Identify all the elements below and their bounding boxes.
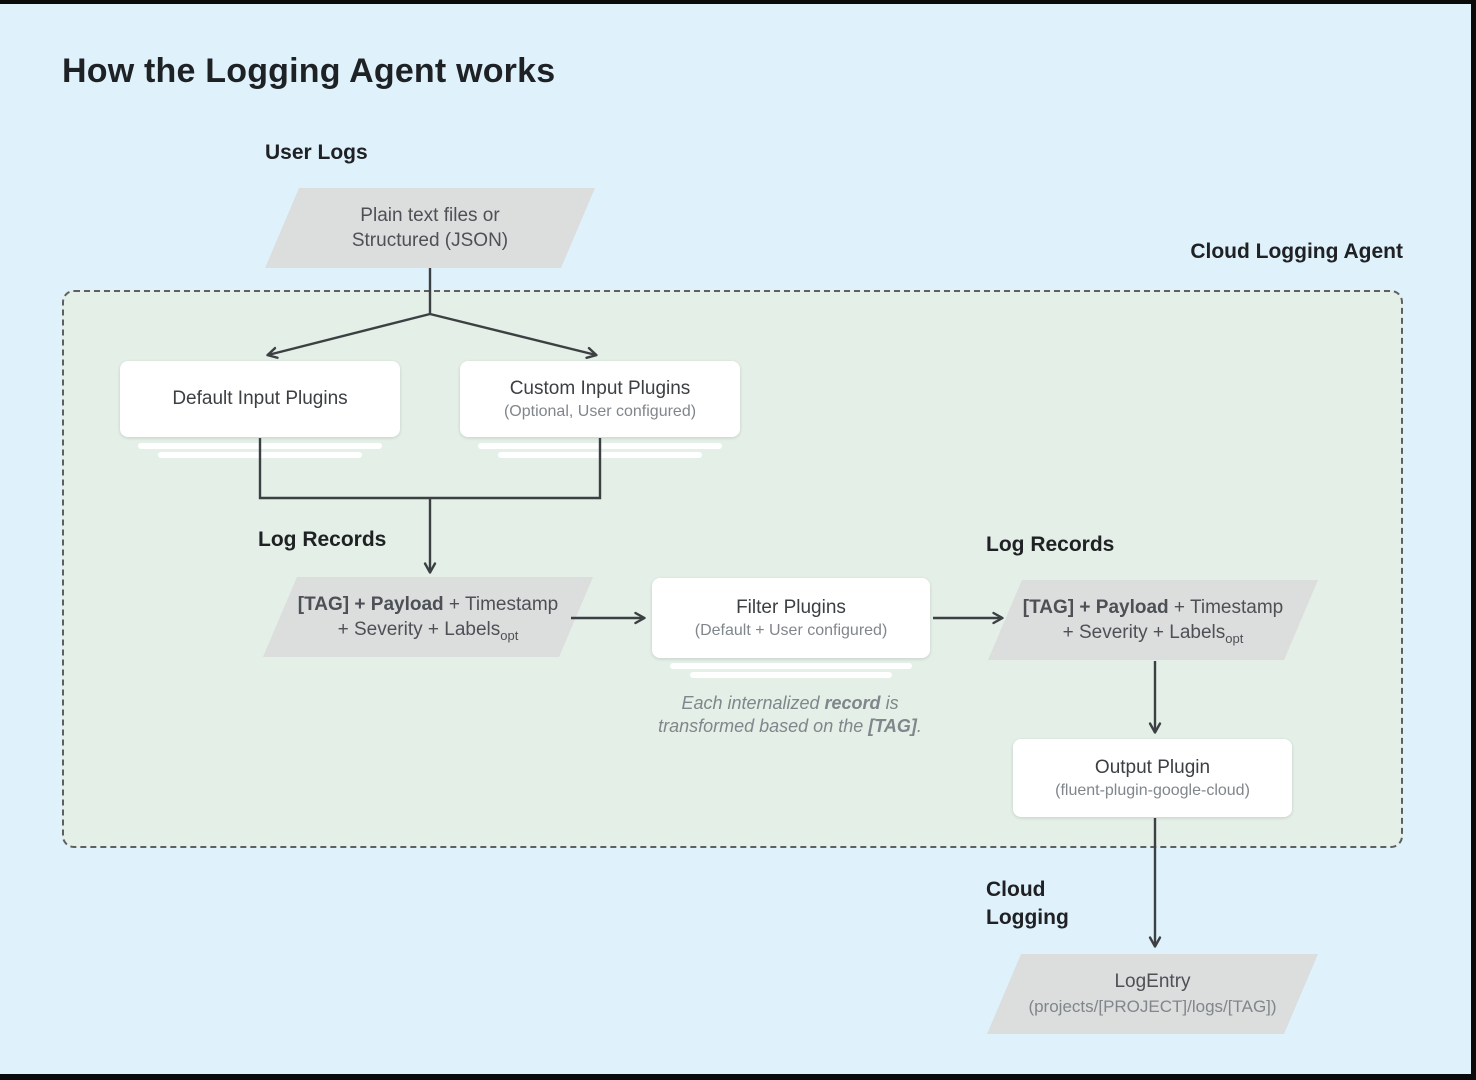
default-input-plugins-node: Default Input Plugins [120, 361, 400, 437]
page-title: How the Logging Agent works [62, 52, 556, 90]
custom-input-plugins-node: Custom Input Plugins (Optional, User con… [460, 361, 740, 437]
filter-plugins-stack-layer [670, 663, 912, 669]
user-logs-input-line1: Plain text files or [360, 205, 500, 226]
filter-plugins-stack-layer [690, 672, 892, 678]
custom-input-plugins-title: Custom Input Plugins [509, 377, 691, 399]
filter-caption-line1: Each internalized record is [620, 692, 960, 715]
log-record-left-line2: + Severity + Labelsopt [338, 617, 519, 642]
log-entry-subtitle: (projects/[PROJECT]/logs/[TAG]) [1028, 997, 1277, 1016]
user-logs-label: User Logs [265, 141, 368, 164]
log-record-left-bold: [TAG] + Payload [297, 594, 444, 615]
screen-edge-bottom [0, 1074, 1476, 1080]
custom-input-plugins-stack-layer [498, 452, 702, 458]
log-record-right-subscript: opt [1225, 630, 1244, 646]
log-record-left-parallelogram: [TAG] + Payload + Timestamp + Severity +… [263, 577, 593, 657]
log-record-left-rest: + Timestamp [443, 594, 559, 615]
log-record-right-line2-text: + Severity + Labels [1062, 622, 1226, 643]
caption-text: is [880, 693, 899, 713]
caption-bold: record [824, 693, 881, 713]
log-record-left-line2-text: + Severity + Labels [337, 619, 501, 640]
filter-caption-line2: transformed based on the [TAG]. [620, 715, 960, 738]
log-records-right-label: Log Records [986, 533, 1115, 556]
output-plugin-node: Output Plugin (fluent-plugin-google-clou… [1013, 739, 1292, 817]
log-record-right-parallelogram: [TAG] + Payload + Timestamp + Severity +… [988, 580, 1318, 660]
log-records-left-label: Log Records [258, 528, 387, 551]
log-record-right-bold: [TAG] + Payload [1022, 597, 1169, 618]
log-record-left-subscript: opt [500, 627, 519, 643]
caption-bold: [TAG] [868, 716, 917, 736]
cloud-logging-label-line2: Logging [986, 906, 1069, 929]
log-entry-title: LogEntry [1114, 971, 1191, 992]
default-input-plugins-stack-layer [158, 452, 362, 458]
custom-input-plugins-subtitle: (Optional, User configured) [503, 402, 697, 420]
filter-plugins-subtitle: (Default + User configured) [694, 621, 888, 639]
output-plugin-subtitle: (fluent-plugin-google-cloud) [1055, 781, 1250, 799]
log-record-left-line1: [TAG] + Payload + Timestamp [298, 592, 558, 617]
screen-edge-top [0, 0, 1476, 4]
user-logs-input-parallelogram: Plain text files or Structured (JSON) [265, 188, 595, 268]
default-input-plugins-title: Default Input Plugins [172, 388, 348, 409]
caption-text: transformed based on the [658, 716, 869, 736]
screen-edge-right [1471, 0, 1476, 1080]
default-input-plugins-stack-layer [138, 443, 382, 449]
cloud-logging-agent-label: Cloud Logging Agent [1190, 240, 1403, 263]
cloud-logging-label-line1: Cloud [986, 878, 1046, 901]
log-record-right-rest: + Timestamp [1168, 597, 1284, 618]
caption-text: Each internalized [681, 693, 825, 713]
custom-input-plugins-stack-layer [478, 443, 722, 449]
user-logs-input-line2: Structured (JSON) [351, 230, 509, 251]
caption-text: . [916, 716, 922, 736]
filter-caption: Each internalized record is transformed … [620, 692, 960, 738]
log-record-right-line2: + Severity + Labelsopt [1063, 620, 1244, 645]
output-plugin-title: Output Plugin [1094, 756, 1211, 778]
cloud-logging-label: Cloud Logging [986, 876, 1069, 932]
log-entry-parallelogram: LogEntry (projects/[PROJECT]/logs/[TAG]) [987, 954, 1318, 1034]
log-record-right-line1: [TAG] + Payload + Timestamp [1023, 595, 1283, 620]
filter-plugins-title: Filter Plugins [736, 596, 846, 618]
filter-plugins-node: Filter Plugins (Default + User configure… [652, 578, 930, 658]
